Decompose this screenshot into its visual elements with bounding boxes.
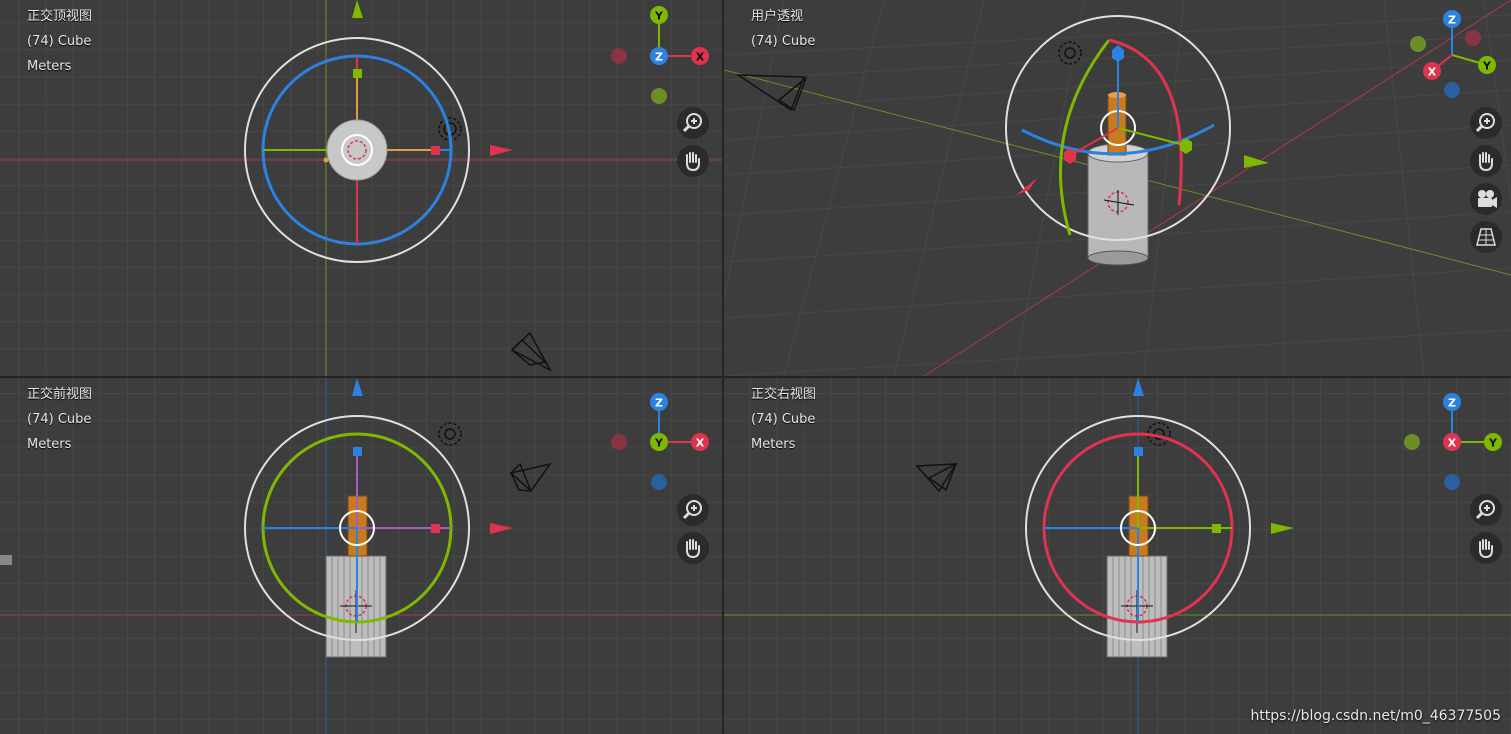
zoom-in-icon <box>1475 500 1495 520</box>
viewport-info: 正交前视图 (74) Cube Meters <box>27 382 92 457</box>
zoom-button[interactable] <box>1470 494 1502 526</box>
hand-pan-icon <box>686 539 700 559</box>
viewport-divider-vertical[interactable] <box>722 0 724 734</box>
viewport-user-perspective[interactable]: Z X Y 用户透视 (74) Cube <box>724 0 1511 376</box>
zoom-in-icon <box>682 113 702 133</box>
svg-text:X: X <box>696 51 705 64</box>
svg-text:X: X <box>1428 66 1437 79</box>
y-scale-handle <box>353 69 362 78</box>
svg-text:Y: Y <box>654 437 664 450</box>
svg-text:Y: Y <box>1482 60 1492 73</box>
zoom-in-icon <box>682 500 702 520</box>
perspective-grid-icon <box>1476 228 1496 246</box>
svg-text:Z: Z <box>655 51 663 64</box>
units-label: Meters <box>751 437 796 452</box>
object-name: (74) Cube <box>751 34 816 49</box>
scene-top: Y X Z <box>0 0 722 376</box>
transform-gizmo <box>244 0 513 263</box>
object-name: (74) Cube <box>27 412 92 427</box>
svg-text:Z: Z <box>1448 14 1456 27</box>
svg-text:X: X <box>1448 437 1457 450</box>
view-rotate-ring <box>1005 15 1231 241</box>
camera-icon <box>915 462 958 493</box>
camera-view-button[interactable] <box>1470 183 1502 215</box>
view-name: 正交前视图 <box>27 387 93 402</box>
view-name: 正交顶视图 <box>27 9 93 24</box>
axis-navigation-gizmo[interactable]: Z Y X <box>1404 393 1502 490</box>
camera-view-icon <box>1478 190 1497 208</box>
units-label: Meters <box>27 59 72 74</box>
camera-icon <box>510 331 552 372</box>
zoom-button[interactable] <box>1470 107 1502 139</box>
x-move-arrow <box>490 145 513 156</box>
zoom-in-icon <box>1475 113 1495 133</box>
hand-pan-icon <box>1479 539 1493 559</box>
view-name: 用户透视 <box>751 9 804 24</box>
svg-text:X: X <box>696 437 705 450</box>
transform-gizmo <box>1005 15 1269 241</box>
object-name: (74) Cube <box>27 34 92 49</box>
partial-object <box>0 555 12 565</box>
scene-front: Z X Y <box>0 378 722 734</box>
svg-text:Z: Z <box>1448 397 1456 410</box>
pan-button[interactable] <box>1470 145 1502 177</box>
scene-right: Z Y X <box>724 378 1511 734</box>
transform-gizmo <box>1025 378 1294 641</box>
scene-user: Z X Y <box>724 0 1511 376</box>
transform-gizmo <box>244 378 513 641</box>
view-name: 正交右视图 <box>751 387 817 402</box>
object-name: (74) Cube <box>751 412 816 427</box>
zoom-button[interactable] <box>677 494 709 526</box>
axis-navigation-gizmo[interactable]: Y X Z <box>611 6 709 104</box>
light-icon <box>1058 41 1082 65</box>
viewport-info: 用户透视 (74) Cube <box>751 4 815 54</box>
x-scale-handle <box>431 146 440 155</box>
viewport-right[interactable]: Z Y X 正交右视图 (74) Cube Meters <box>724 378 1511 734</box>
axis-navigation-gizmo[interactable]: Z X Y <box>1410 10 1496 98</box>
camera-icon <box>735 74 808 112</box>
svg-text:Y: Y <box>654 10 664 23</box>
viewport-info: 正交右视图 (74) Cube Meters <box>751 382 816 457</box>
units-label: Meters <box>27 437 72 452</box>
viewport-divider-horizontal[interactable] <box>0 376 1511 378</box>
hand-pan-icon <box>1479 152 1493 172</box>
view-rotate-ring <box>244 37 470 263</box>
y-move-arrow <box>352 0 363 18</box>
viewport-front[interactable]: Z X Y 正交前视图 (74) Cube Meters <box>0 378 722 734</box>
svg-text:Z: Z <box>655 397 663 410</box>
light-icon <box>438 422 462 446</box>
zoom-button[interactable] <box>677 107 709 139</box>
viewport-top[interactable]: Y X Z 正交顶视图 (74) Cube Meters <box>0 0 722 376</box>
x-axis-line <box>923 0 1511 376</box>
watermark: https://blog.csdn.net/m0_46377505 <box>1250 708 1501 724</box>
axis-navigation-gizmo[interactable]: Z X Y <box>611 393 709 490</box>
pan-button[interactable] <box>677 145 709 177</box>
svg-text:Y: Y <box>1488 437 1498 450</box>
viewport-info: 正交顶视图 (74) Cube Meters <box>27 4 92 79</box>
pan-button[interactable] <box>1470 532 1502 564</box>
ortho-toggle-button[interactable] <box>1470 221 1502 253</box>
camera-icon <box>509 462 552 493</box>
hand-pan-icon <box>686 152 700 172</box>
pan-button[interactable] <box>677 532 709 564</box>
